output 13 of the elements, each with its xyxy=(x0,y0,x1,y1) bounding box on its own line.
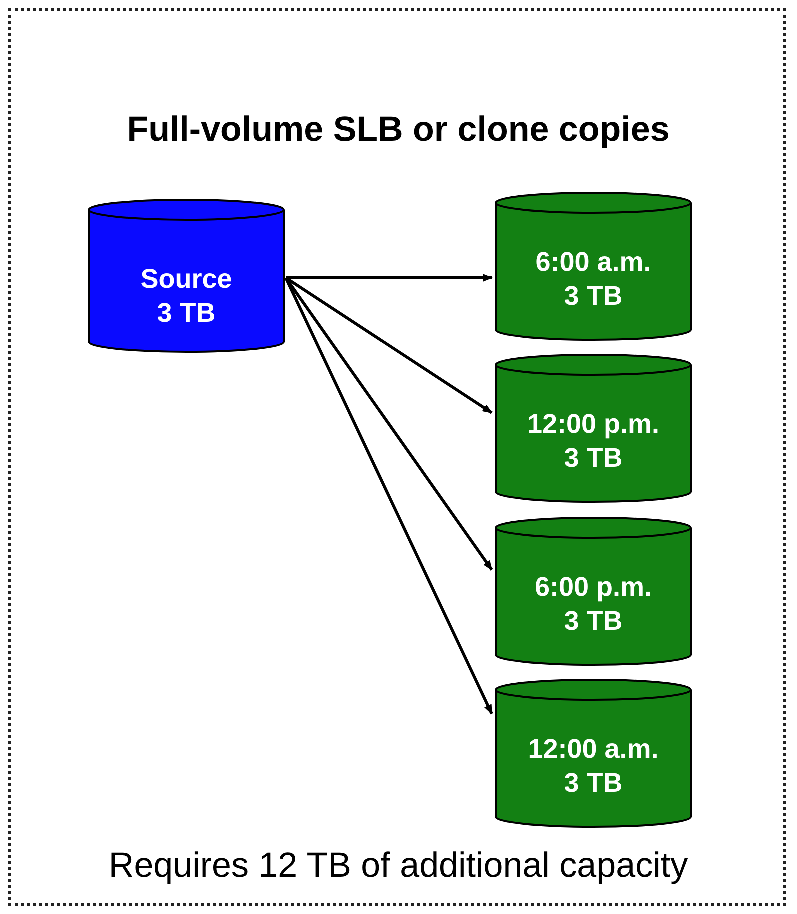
node-label: 12:00 p.m. xyxy=(527,408,660,441)
node-label: 3 TB xyxy=(564,767,623,800)
note-text: Requires 12 TB of additional capacity xyxy=(108,846,690,886)
node-label: 12:00 a.m. xyxy=(528,733,659,766)
node-label: 3 TB xyxy=(564,605,623,638)
diagram-title: Full-volume SLB or clone copies xyxy=(126,110,671,150)
node-label: 3 TB xyxy=(564,442,623,475)
node-label: 3 TB xyxy=(564,280,623,313)
node-label: 3 TB xyxy=(157,297,216,330)
arrow xyxy=(286,274,493,282)
node-label: 6:00 p.m. xyxy=(534,571,652,604)
node-label: 6:00 a.m. xyxy=(536,246,652,279)
node-label: Source xyxy=(140,263,232,296)
